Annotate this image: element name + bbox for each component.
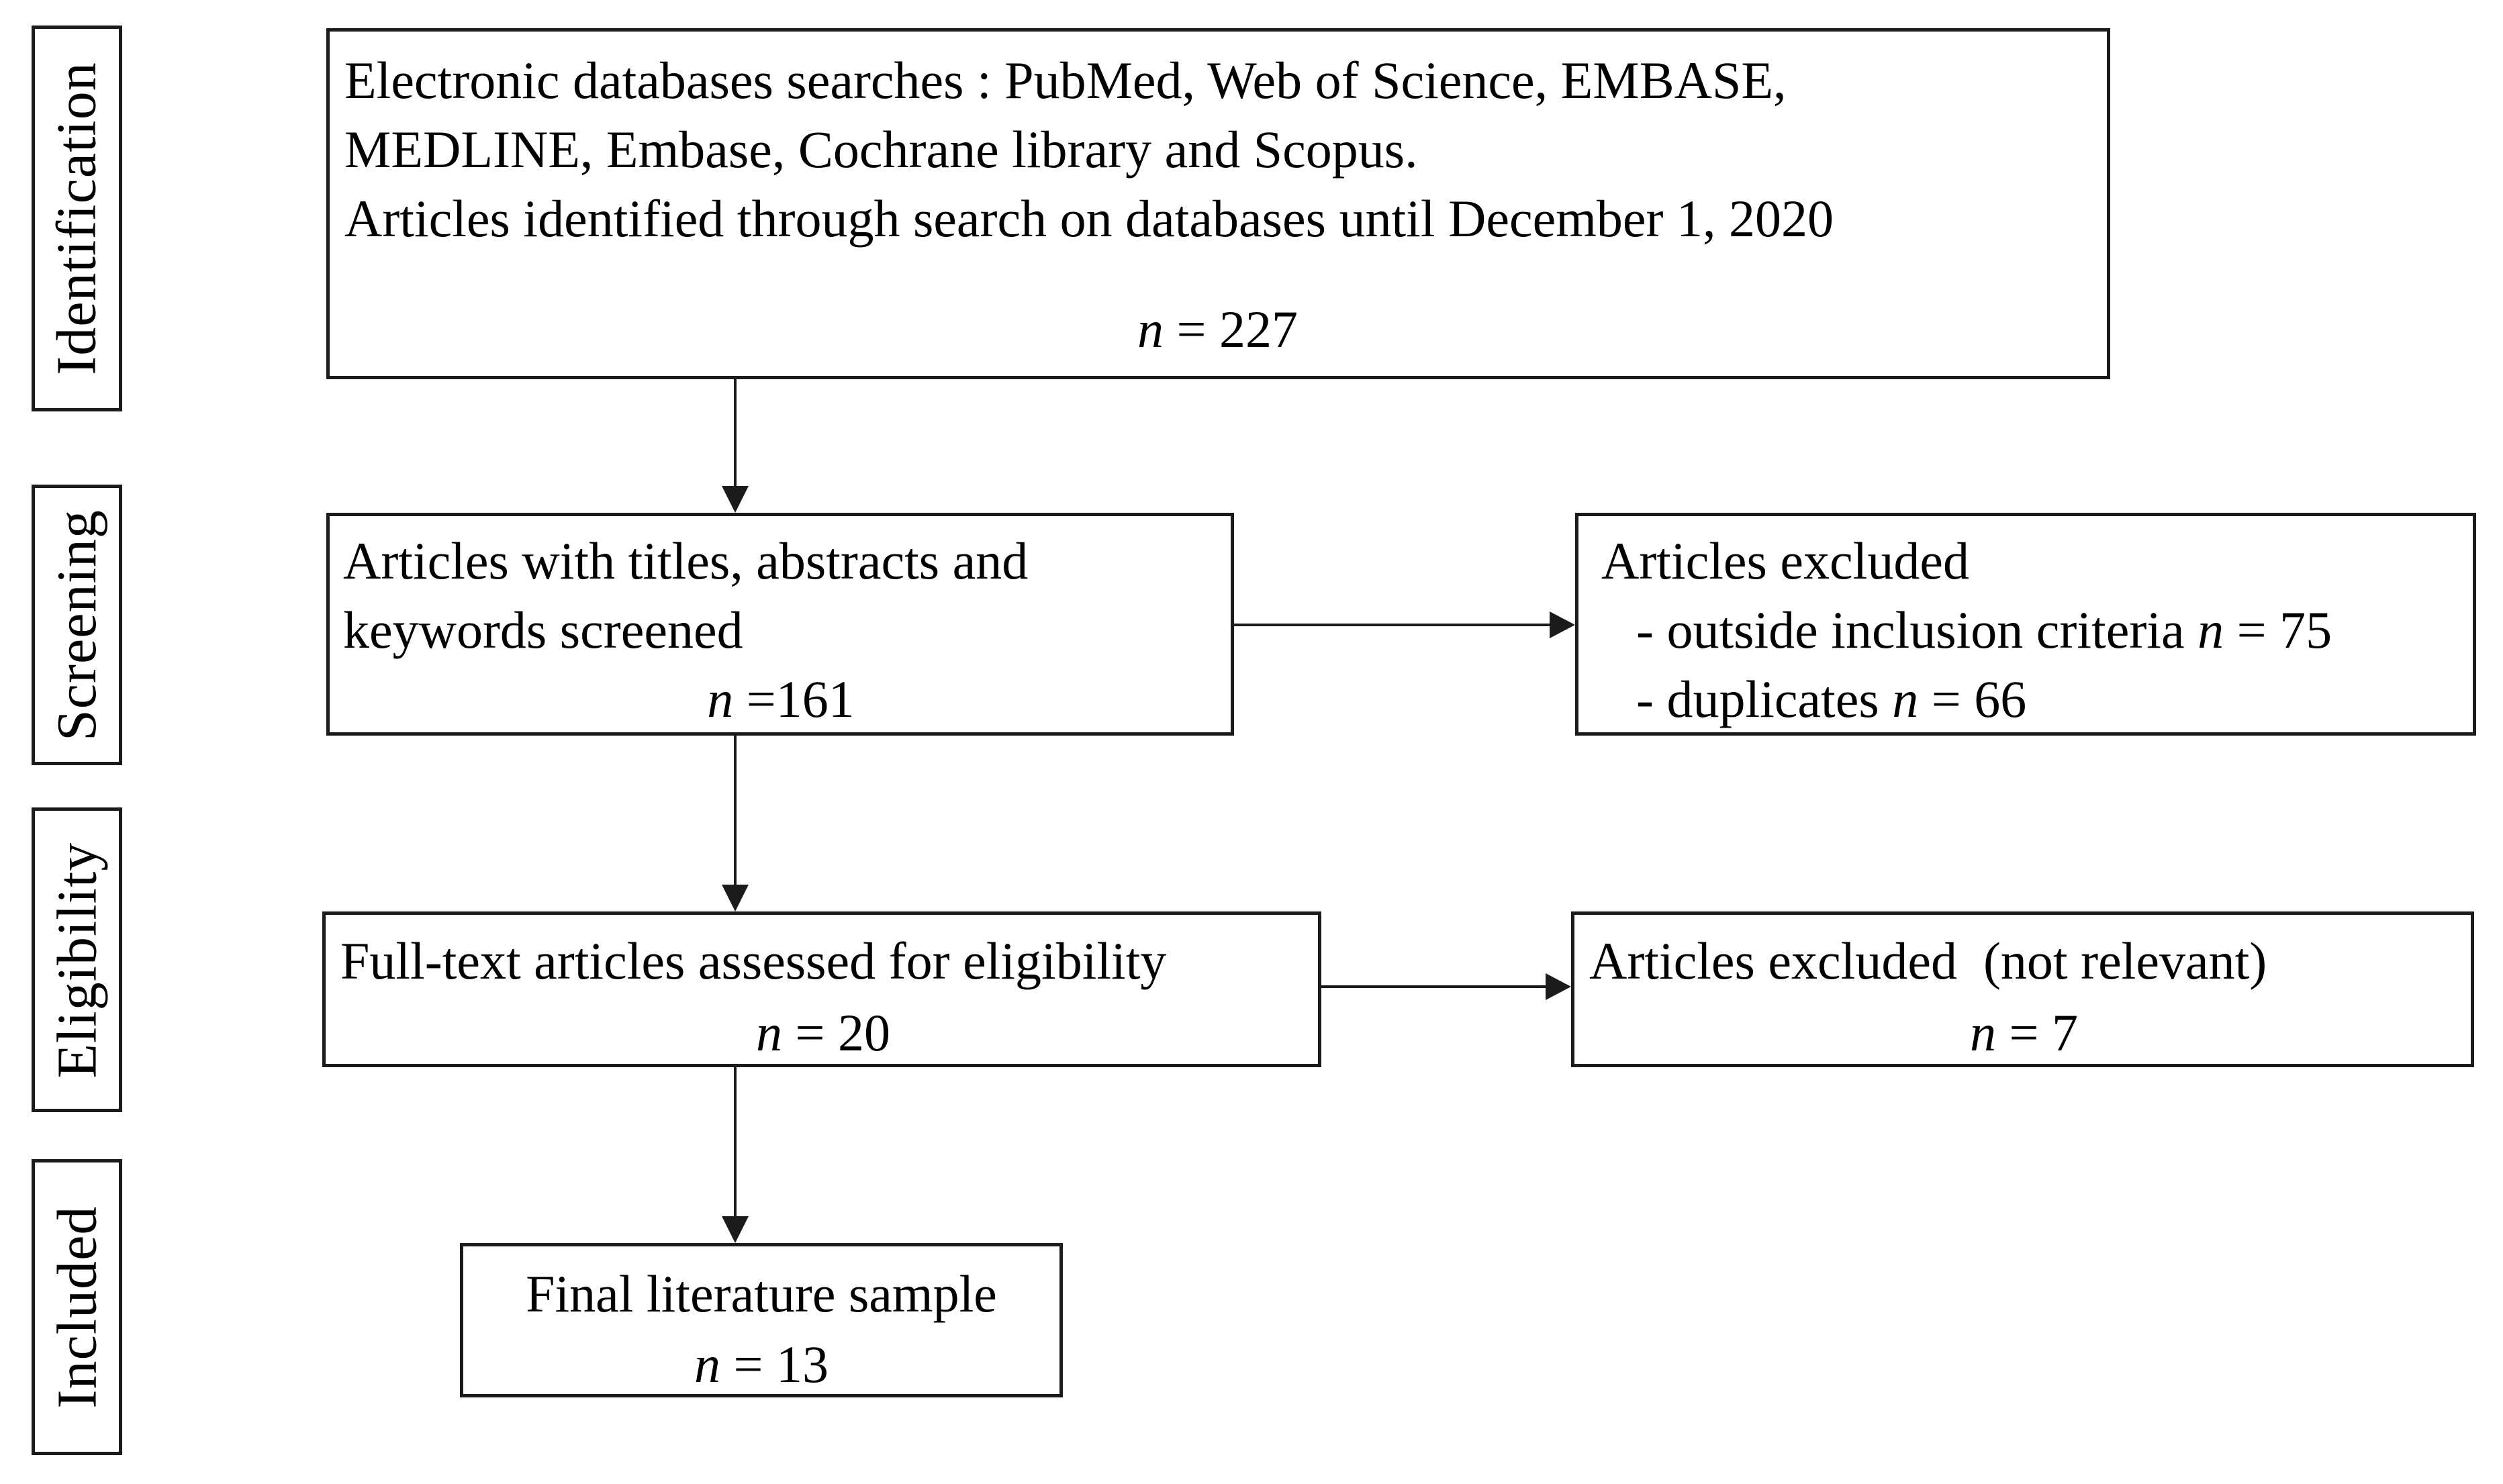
count-value: = 227 bbox=[1164, 299, 1298, 358]
n-symbol: n bbox=[707, 669, 734, 728]
exclusion-text: - outside inclusion criteria bbox=[1636, 600, 2198, 659]
stage-label-identification: Identification bbox=[32, 26, 122, 411]
screening-excluded-box: Articles excluded - outside inclusion cr… bbox=[1575, 513, 2476, 736]
eligibility-box: Full-text articles assessed for eligibil… bbox=[322, 911, 1321, 1067]
box-text-line: Articles identified through search on da… bbox=[344, 189, 1834, 248]
record-count: n = 227 bbox=[344, 295, 2091, 364]
box-text-line: Full-text articles assessed for eligibil… bbox=[340, 932, 1167, 990]
connector-screening-to-eligibility bbox=[734, 736, 737, 886]
count-value: = 66 bbox=[1918, 669, 2027, 728]
connector-eligibility-to-excluded bbox=[1321, 985, 1547, 988]
n-symbol: n bbox=[2198, 600, 2224, 659]
record-count: n = 20 bbox=[340, 999, 1306, 1068]
n-symbol: n bbox=[1137, 299, 1164, 358]
count-value: = 13 bbox=[720, 1334, 829, 1393]
record-count: n =161 bbox=[343, 665, 1219, 734]
stage-label-screening: Screening bbox=[32, 485, 122, 765]
count-value: = 20 bbox=[782, 1003, 891, 1062]
stage-label-text: Screening bbox=[46, 509, 109, 741]
stage-label-text: Identification bbox=[46, 62, 109, 375]
exclusion-reason: - duplicates n = 66 bbox=[1601, 665, 2461, 734]
n-symbol: n bbox=[694, 1334, 720, 1393]
stage-label-included: Included bbox=[32, 1159, 122, 1455]
box-text-line: Electronic databases searches : PubMed, … bbox=[344, 51, 1787, 109]
included-box: Final literature sample n = 13 bbox=[460, 1243, 1063, 1397]
stage-label-eligibility: Eligibility bbox=[32, 807, 122, 1112]
count-value: =161 bbox=[733, 669, 855, 728]
screening-box: Articles with titles, abstracts and keyw… bbox=[326, 513, 1234, 736]
connector-screening-to-excluded bbox=[1234, 624, 1551, 626]
record-count: n = 7 bbox=[1589, 999, 2459, 1068]
record-count: n = 13 bbox=[470, 1330, 1053, 1399]
box-title: Articles excluded (not relevant) bbox=[1589, 932, 2267, 990]
connector-eligibility-to-included bbox=[734, 1067, 737, 1218]
n-symbol: n bbox=[1892, 669, 1919, 728]
connector-identification-to-screening bbox=[734, 379, 737, 487]
n-symbol: n bbox=[756, 1003, 782, 1062]
box-text-line: Final literature sample bbox=[526, 1265, 997, 1323]
stage-label-text: Included bbox=[46, 1205, 109, 1409]
stage-label-text: Eligibility bbox=[46, 842, 108, 1078]
count-value: = 75 bbox=[2224, 600, 2332, 659]
box-text-line: MEDLINE, Embase, Cochrane library and Sc… bbox=[344, 119, 1418, 179]
box-text-line: Articles with titles, abstracts and bbox=[343, 532, 1029, 590]
count-value: = 7 bbox=[1996, 1003, 2079, 1062]
exclusion-reason: - outside inclusion criteria n = 75 bbox=[1601, 596, 2461, 665]
box-text-line: keywords screened bbox=[343, 600, 743, 659]
identification-records-box: Electronic databases searches : PubMed, … bbox=[326, 28, 2110, 379]
n-symbol: n bbox=[1970, 1003, 1996, 1062]
exclusion-text: - duplicates bbox=[1636, 669, 1893, 728]
box-title: Articles excluded bbox=[1601, 532, 1969, 590]
eligibility-excluded-box: Articles excluded (not relevant) n = 7 bbox=[1571, 911, 2474, 1067]
